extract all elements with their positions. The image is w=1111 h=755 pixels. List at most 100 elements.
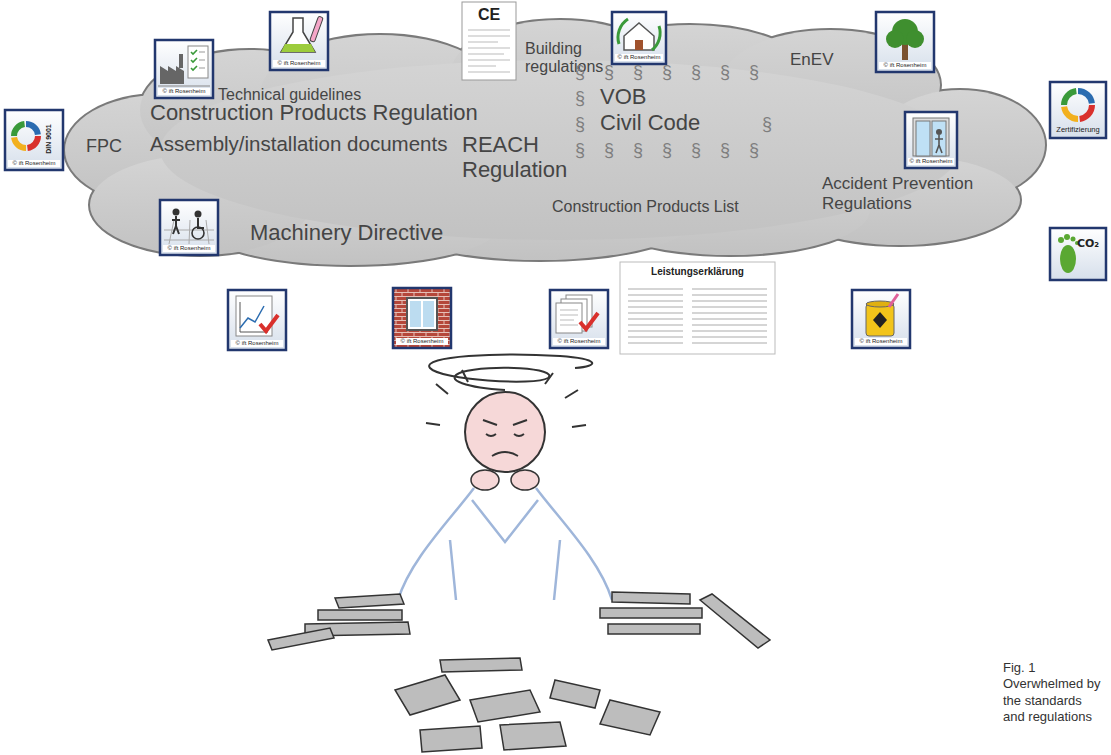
documents-icon — [550, 290, 608, 348]
overwhelmed-man — [492, 452, 518, 456]
overwhelmed-man — [471, 470, 499, 490]
paper-stacks — [500, 722, 566, 750]
certification-label: Zertifizierung — [1051, 126, 1105, 135]
copyright-watermark: © ift Rosenheim — [231, 340, 283, 347]
paper-stacks — [440, 658, 522, 672]
copyright-watermark: © ift Rosenheim — [396, 338, 448, 345]
flask-icon — [270, 12, 328, 70]
document-label: Assembly/installation documents — [150, 132, 447, 156]
window-icon — [421, 301, 423, 327]
documents-icon — [550, 290, 608, 348]
copyright-watermark: © ift Rosenheim — [163, 245, 215, 252]
co2-icon — [1064, 234, 1070, 240]
accessibility-icon — [160, 200, 218, 255]
documents-icon — [560, 310, 578, 325]
paper-stacks — [268, 592, 770, 752]
copyright-watermark: © ift Rosenheim — [908, 158, 954, 165]
overwhelmed-man — [398, 488, 612, 600]
house-icon — [618, 19, 628, 44]
accessibility-icon — [195, 211, 202, 218]
door-icon — [936, 129, 942, 135]
door-icon — [905, 112, 957, 168]
paper-stacks — [550, 680, 600, 708]
door-icon — [913, 118, 949, 156]
accessibility-icon — [160, 200, 218, 255]
tree-icon — [886, 30, 904, 48]
paragraph-signs: § § § § § § § — [575, 140, 759, 161]
house-icon — [652, 26, 660, 50]
factory-icon — [158, 86, 210, 87]
paper-stacks — [608, 624, 700, 634]
performance-declaration-document — [620, 262, 775, 354]
paper-stacks — [335, 594, 404, 608]
flask-icon — [281, 44, 315, 52]
tree-icon — [876, 12, 934, 72]
law-label: VOB — [600, 84, 646, 109]
list-label: Construction Products List — [552, 198, 739, 216]
accessibility-icon — [172, 216, 180, 234]
overwhelmed-man — [465, 392, 545, 472]
regulation-label: EnEV — [790, 50, 833, 70]
window-icon — [410, 301, 434, 327]
paragraph-signs: § § § § § § § — [575, 62, 759, 83]
document-title: Leistungserklärung — [620, 266, 775, 278]
standard-name: DIN 9001 — [45, 114, 53, 164]
flask-icon — [281, 18, 315, 52]
flask-icon — [270, 12, 328, 70]
paper-stacks — [268, 628, 334, 650]
hazardous-substance-icon — [852, 290, 910, 348]
ce-document — [462, 2, 516, 80]
din-icon — [14, 124, 38, 148]
hazardous-substance-icon — [889, 294, 898, 307]
hazardous-substance-icon — [866, 304, 894, 336]
documents-icon — [556, 303, 582, 333]
certification-icon — [1050, 82, 1106, 138]
house-icon — [624, 23, 654, 50]
test-report-icon — [260, 315, 278, 331]
paper-stacks — [600, 700, 660, 735]
factory-icon — [188, 46, 208, 78]
door-icon — [935, 135, 943, 153]
paper-stacks — [420, 726, 482, 752]
factory-icon — [155, 40, 213, 98]
door-icon — [916, 121, 930, 156]
copyright-watermark: © ift Rosenheim — [615, 54, 663, 61]
tree-icon — [906, 30, 924, 48]
paragraph-sign: § — [575, 114, 585, 135]
ce-mark: CE — [462, 6, 516, 24]
documents-icon — [580, 313, 598, 329]
co2-icon — [1058, 237, 1064, 243]
co2-icon — [1050, 228, 1106, 280]
factory-icon — [199, 52, 205, 68]
factory-icon — [191, 50, 197, 70]
accessibility-icon — [164, 220, 214, 244]
certification-icon — [1064, 91, 1092, 119]
ce-document — [462, 2, 516, 80]
certification-icon — [1050, 82, 1106, 138]
certification-icon — [1064, 91, 1092, 119]
paper-stacks — [700, 594, 770, 648]
copyright-watermark: © ift Rosenheim — [158, 88, 210, 95]
copyright-watermark: © ift Rosenheim — [553, 338, 605, 345]
co2-icon — [1060, 245, 1076, 273]
copyright-watermark: © ift Rosenheim — [273, 60, 325, 67]
co2-label: CO₂ — [1072, 238, 1104, 251]
house-icon — [612, 12, 666, 64]
overwhelmed-man — [483, 420, 527, 425]
paper-stacks — [395, 675, 460, 715]
din-icon — [5, 110, 63, 170]
paper-stacks — [600, 608, 702, 618]
regulation-label: Accident Prevention Regulations — [822, 174, 992, 213]
performance-declaration-document — [692, 284, 767, 348]
performance-declaration-document — [620, 262, 775, 354]
flask-icon — [310, 16, 324, 42]
overwhelmed-man — [511, 470, 539, 490]
certification-icon — [1064, 91, 1092, 119]
din-icon — [14, 124, 38, 148]
paper-stacks — [612, 592, 690, 604]
copyright-watermark: © ift Rosenheim — [855, 338, 907, 345]
door-icon — [932, 121, 946, 156]
accessibility-icon — [192, 227, 204, 239]
accessibility-icon — [173, 209, 180, 216]
hazardous-substance-icon — [873, 312, 887, 328]
